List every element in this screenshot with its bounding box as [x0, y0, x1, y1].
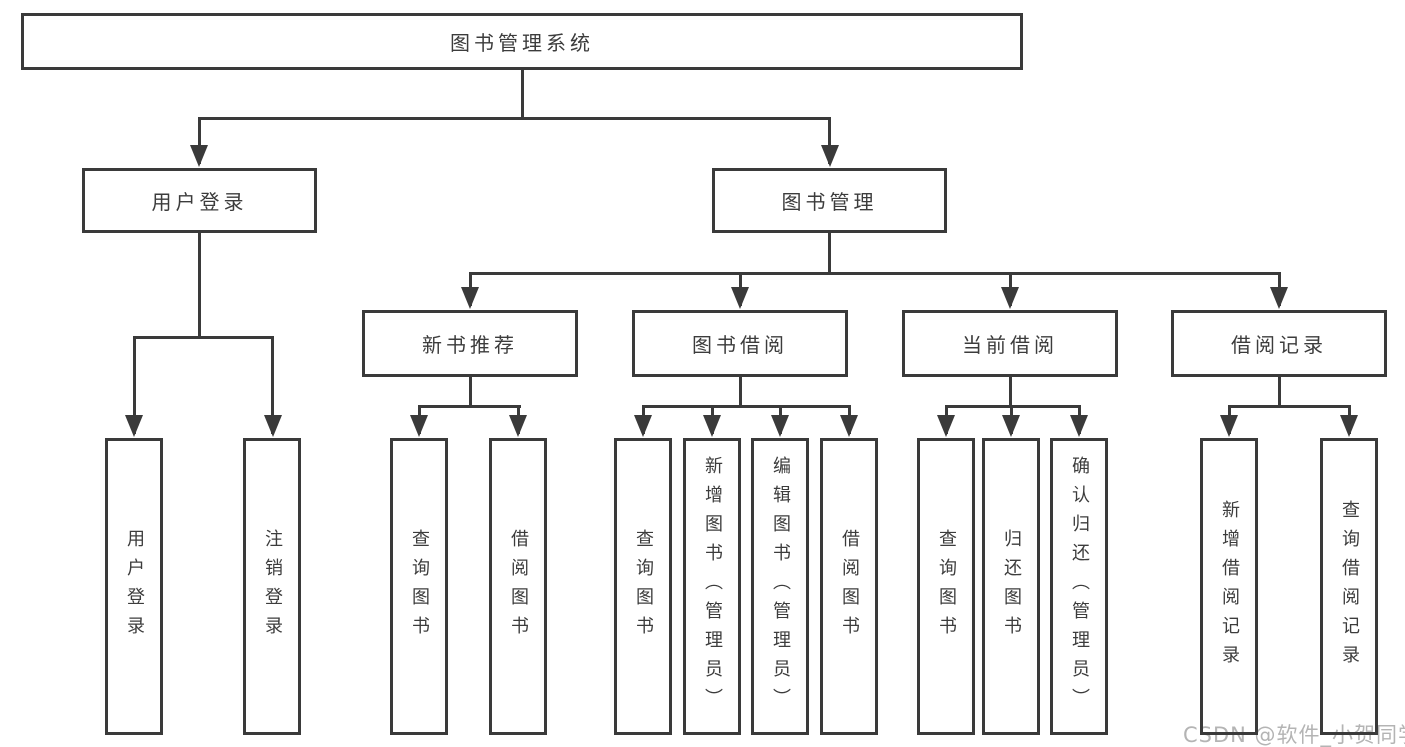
- arrow-down-icon: [731, 287, 749, 309]
- node-query-books: 查询图书: [614, 438, 672, 735]
- node-label: 归还图书: [1001, 528, 1022, 645]
- node-edit-books-admin: 编辑图书（管理员）: [751, 438, 809, 735]
- node-logout: 注销登录: [243, 438, 301, 735]
- node-label: 查询图书: [936, 528, 957, 645]
- node-label: 新增图书（管理员）: [702, 456, 723, 717]
- connector-line: [197, 233, 201, 339]
- node-borrow-books: 借阅图书: [820, 438, 878, 735]
- connector-line: [828, 118, 831, 164]
- arrow-down-icon: [1220, 415, 1238, 437]
- arrow-down-icon: [1001, 287, 1019, 309]
- node-library-system: 图书管理系统: [21, 13, 1023, 70]
- connector-line: [738, 377, 742, 408]
- arrow-down-icon: [1270, 287, 1288, 309]
- node-label: 查询借阅记录: [1339, 499, 1360, 674]
- arrow-down-icon: [937, 415, 955, 437]
- node-label: 查询图书: [633, 528, 654, 645]
- connector-line: [271, 336, 274, 434]
- node-label: 编辑图书（管理员）: [770, 456, 791, 717]
- arrow-down-icon: [125, 415, 143, 437]
- node-label: 注销登录: [262, 528, 283, 645]
- connector-line: [132, 335, 274, 339]
- node-query-borrow-record: 查询借阅记录: [1320, 438, 1378, 735]
- arrow-down-icon: [820, 145, 839, 167]
- arrow-down-icon: [190, 145, 208, 167]
- node-new-book-recommendation: 新书推荐: [362, 310, 578, 377]
- connector-line: [520, 70, 524, 119]
- node-label: 借阅图书: [508, 528, 529, 645]
- connector-line: [417, 404, 521, 408]
- node-add-borrow-record: 新增借阅记录: [1200, 438, 1258, 735]
- connector-line: [197, 118, 201, 164]
- node-borrow-books: 借阅图书: [489, 438, 547, 735]
- node-book-borrowing: 图书借阅: [632, 310, 848, 377]
- arrow-down-icon: [703, 415, 721, 437]
- arrow-down-icon: [840, 415, 858, 437]
- node-label: 新增借阅记录: [1219, 499, 1240, 674]
- node-borrowing-records: 借阅记录: [1171, 310, 1387, 377]
- node-label: 用户登录: [124, 528, 145, 645]
- connector-line: [468, 377, 472, 408]
- arrow-down-icon: [509, 415, 527, 437]
- connector-line: [1227, 404, 1351, 408]
- connector-line: [944, 404, 1081, 408]
- connector-line: [1008, 377, 1012, 408]
- arrow-down-icon: [771, 415, 789, 437]
- arrow-down-icon: [634, 415, 652, 437]
- node-confirm-return-admin: 确认归还（管理员）: [1050, 438, 1108, 735]
- connector-line: [132, 336, 136, 434]
- connector-line: [641, 404, 851, 408]
- connector-line: [197, 116, 831, 120]
- connector-line: [468, 271, 1281, 275]
- node-book-management: 图书管理: [712, 168, 947, 233]
- node-query-books: 查询图书: [390, 438, 448, 735]
- arrow-down-icon: [461, 287, 479, 309]
- arrow-down-icon: [263, 415, 282, 437]
- arrow-down-icon: [1340, 415, 1358, 437]
- connector-line: [1277, 377, 1281, 408]
- node-current-borrowing: 当前借阅: [902, 310, 1118, 377]
- watermark-text: CSDN @软件_小贺同学: [1183, 723, 1405, 747]
- node-return-books: 归还图书: [982, 438, 1040, 735]
- arrow-down-icon: [1070, 415, 1088, 437]
- connector-line: [828, 233, 831, 275]
- node-label: 确认归还（管理员）: [1069, 456, 1090, 717]
- node-user-login: 用户登录: [82, 168, 317, 233]
- arrow-down-icon: [1002, 415, 1020, 437]
- arrow-down-icon: [410, 415, 428, 437]
- node-add-books-admin: 新增图书（管理员）: [683, 438, 741, 735]
- node-label: 查询图书: [409, 528, 430, 645]
- node-user-login-leaf: 用户登录: [105, 438, 163, 735]
- node-label: 借阅图书: [839, 528, 860, 645]
- node-query-books: 查询图书: [917, 438, 975, 735]
